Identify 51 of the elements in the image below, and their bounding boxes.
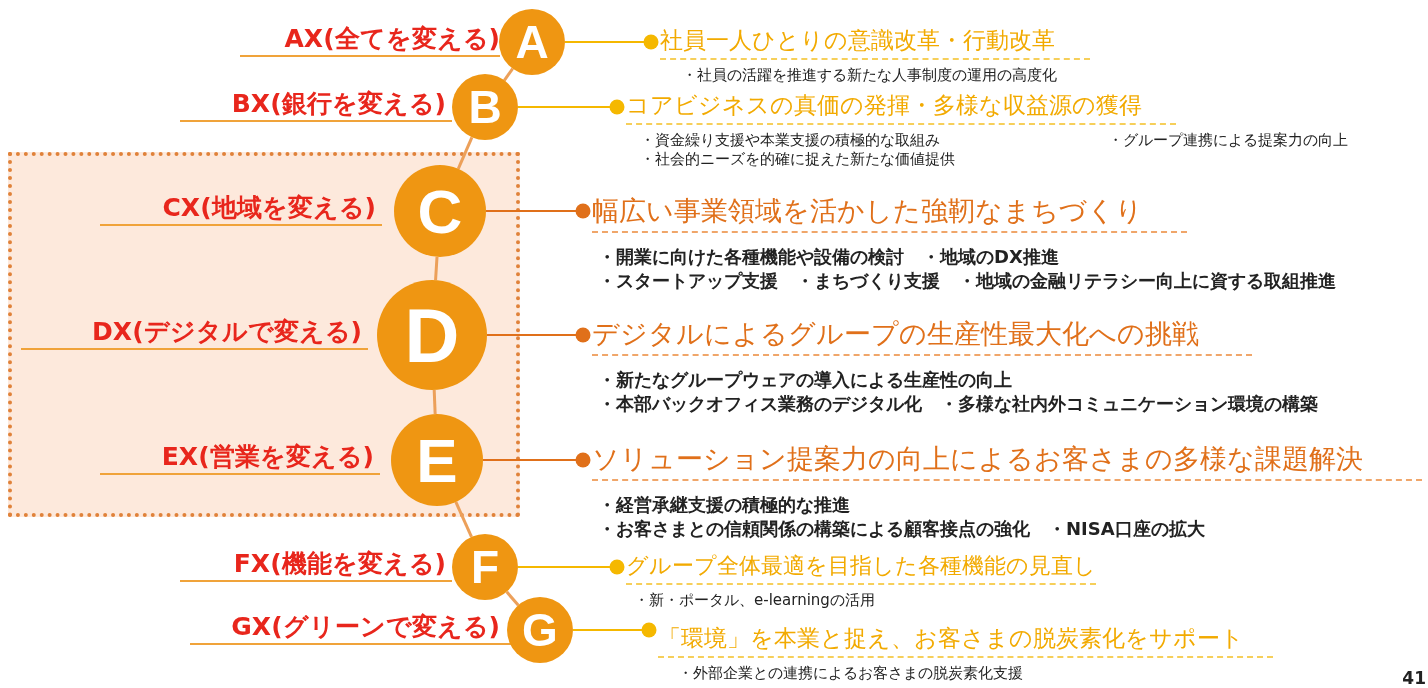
leader-line: [572, 622, 657, 638]
connector-line: [432, 389, 437, 415]
bullet-text: ・新・ポータル、e-learningの活用: [634, 591, 875, 611]
bullet-text: ・社会的ニーズを的確に捉えた新たな価値提供: [640, 150, 955, 170]
heading: デジタルによるグループの生産性最大化への挑戦: [592, 315, 1252, 356]
letter-circle: E: [391, 414, 483, 506]
connector-line: [456, 136, 474, 170]
heading: 幅広い事業領域を活かした強靭なまちづくり: [592, 192, 1187, 233]
leader-line: [517, 99, 625, 115]
letter-circle: A: [499, 9, 565, 75]
bullet-text: ・経営承継支援の積極的な推進: [598, 492, 850, 517]
letter-circle: B: [452, 74, 518, 140]
heading: ソリューション提案力の向上によるお客さまの多様な課題解決: [592, 440, 1422, 481]
letter-circle: G: [507, 597, 573, 663]
category-label: AX(全てを変える): [240, 23, 500, 57]
dotted-group-frame: [8, 152, 520, 517]
heading: 社員一人ひとりの意識改革・行動改革: [660, 25, 1090, 61]
bullet-text: ・お客さまとの信頼関係の構築による顧客接点の強化: [598, 516, 1030, 541]
bullet-text: ・グループ連携による提案力の向上: [1108, 131, 1348, 151]
bullet-text: ・まちづくり支援: [796, 268, 940, 293]
page-number: 41: [1402, 668, 1426, 688]
bullet-text: ・地域のDX推進: [922, 244, 1059, 269]
bullet-text: ・社員の活躍を推進する新たな人事制度の運用の高度化: [682, 66, 1057, 86]
bullet-text: ・本部バックオフィス業務のデジタル化: [598, 391, 922, 416]
bullet-text: ・資金繰り支援や本業支援の積極的な取組み: [640, 131, 940, 151]
bullet-text: ・開業に向けた各種機能や設備の検討: [598, 244, 904, 269]
connector-line: [454, 501, 473, 538]
leader-line: [485, 203, 591, 219]
category-label: BX(銀行を変える): [180, 88, 452, 122]
heading: コアビジネスの真価の発揮・多様な収益源の獲得: [626, 90, 1176, 126]
category-label: FX(機能を変える): [180, 548, 452, 582]
connector-line: [434, 256, 439, 281]
category-label: DX(デジタルで変える): [21, 316, 368, 350]
letter-circle: D: [377, 280, 487, 390]
category-label: CX(地域を変える): [100, 192, 382, 226]
bullet-text: ・外部企業との連携によるお客さまの脱炭素化支援: [678, 664, 1023, 684]
leader-line: [482, 452, 591, 468]
connector-line: [505, 590, 520, 607]
heading: 「環境」を本業と捉え、お客さまの脱炭素化をサポート: [658, 623, 1273, 659]
letter-circle: F: [452, 534, 518, 600]
leader-line: [517, 559, 625, 575]
bullet-text: ・多様な社内外コミュニケーション環境の構築: [940, 391, 1318, 416]
bullet-text: ・地域の金融リテラシー向上に資する取組推進: [958, 268, 1336, 293]
heading: グループ全体最適を目指した各種機能の見直し: [626, 551, 1096, 586]
letter-circle: C: [394, 165, 486, 257]
bullet-text: ・新たなグループウェアの導入による生産性の向上: [598, 367, 1012, 392]
leader-line: [564, 34, 659, 50]
bullet-text: ・NISA口座の拡大: [1048, 516, 1205, 541]
category-label: EX(営業を変える): [100, 441, 380, 475]
leader-line: [486, 327, 591, 343]
bullet-text: ・スタートアップ支援: [598, 268, 778, 293]
